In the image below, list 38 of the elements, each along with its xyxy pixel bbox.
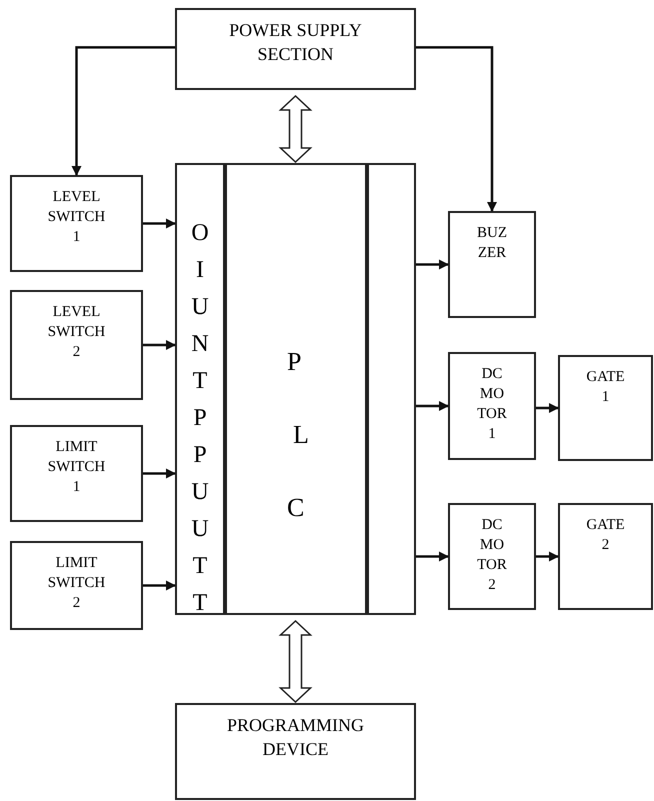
- box-label: POWER SUPPLY SECTION: [228, 19, 363, 66]
- arrow: [143, 218, 176, 228]
- box-label: GATE 2: [585, 516, 626, 555]
- arrow: [143, 468, 176, 478]
- box-label: DC MO TOR 1: [476, 365, 508, 444]
- arrow: [72, 46, 175, 176]
- block-box: [175, 8, 416, 90]
- double-arrow: [278, 620, 312, 704]
- block-box: [10, 175, 143, 272]
- block-box: [448, 352, 536, 460]
- vertical-label: P L C: [287, 346, 310, 524]
- box-label: BUZ ZER: [476, 224, 508, 263]
- block-box: [448, 503, 536, 610]
- column-box: [225, 163, 367, 615]
- box-label: LIMIT SWITCH 2: [46, 554, 106, 613]
- box-label: LEVEL SWITCH 2: [46, 303, 106, 362]
- double-arrow: [278, 94, 312, 164]
- block-box: [175, 703, 416, 800]
- box-label: PROGRAMMING DEVICE: [226, 714, 366, 761]
- arrow: [536, 403, 559, 413]
- arrow: [416, 401, 449, 411]
- block-box: [10, 425, 143, 522]
- box-label: LEVEL SWITCH 1: [46, 188, 106, 247]
- arrow: [536, 552, 559, 562]
- block-box: [10, 290, 143, 400]
- block-box: [558, 355, 653, 461]
- vertical-label: OIUNTPPUUTT: [190, 219, 210, 618]
- arrow: [416, 552, 449, 562]
- box-label: LIMIT SWITCH 1: [46, 438, 106, 497]
- arrow: [416, 46, 497, 212]
- box-label: GATE 1: [585, 368, 626, 407]
- box-label: DC MO TOR 2: [476, 516, 508, 595]
- arrow: [143, 340, 176, 350]
- arrow: [143, 580, 176, 590]
- block-box: [10, 541, 143, 630]
- block-box: [558, 503, 653, 610]
- arrow: [416, 260, 449, 270]
- block-box: [448, 211, 536, 318]
